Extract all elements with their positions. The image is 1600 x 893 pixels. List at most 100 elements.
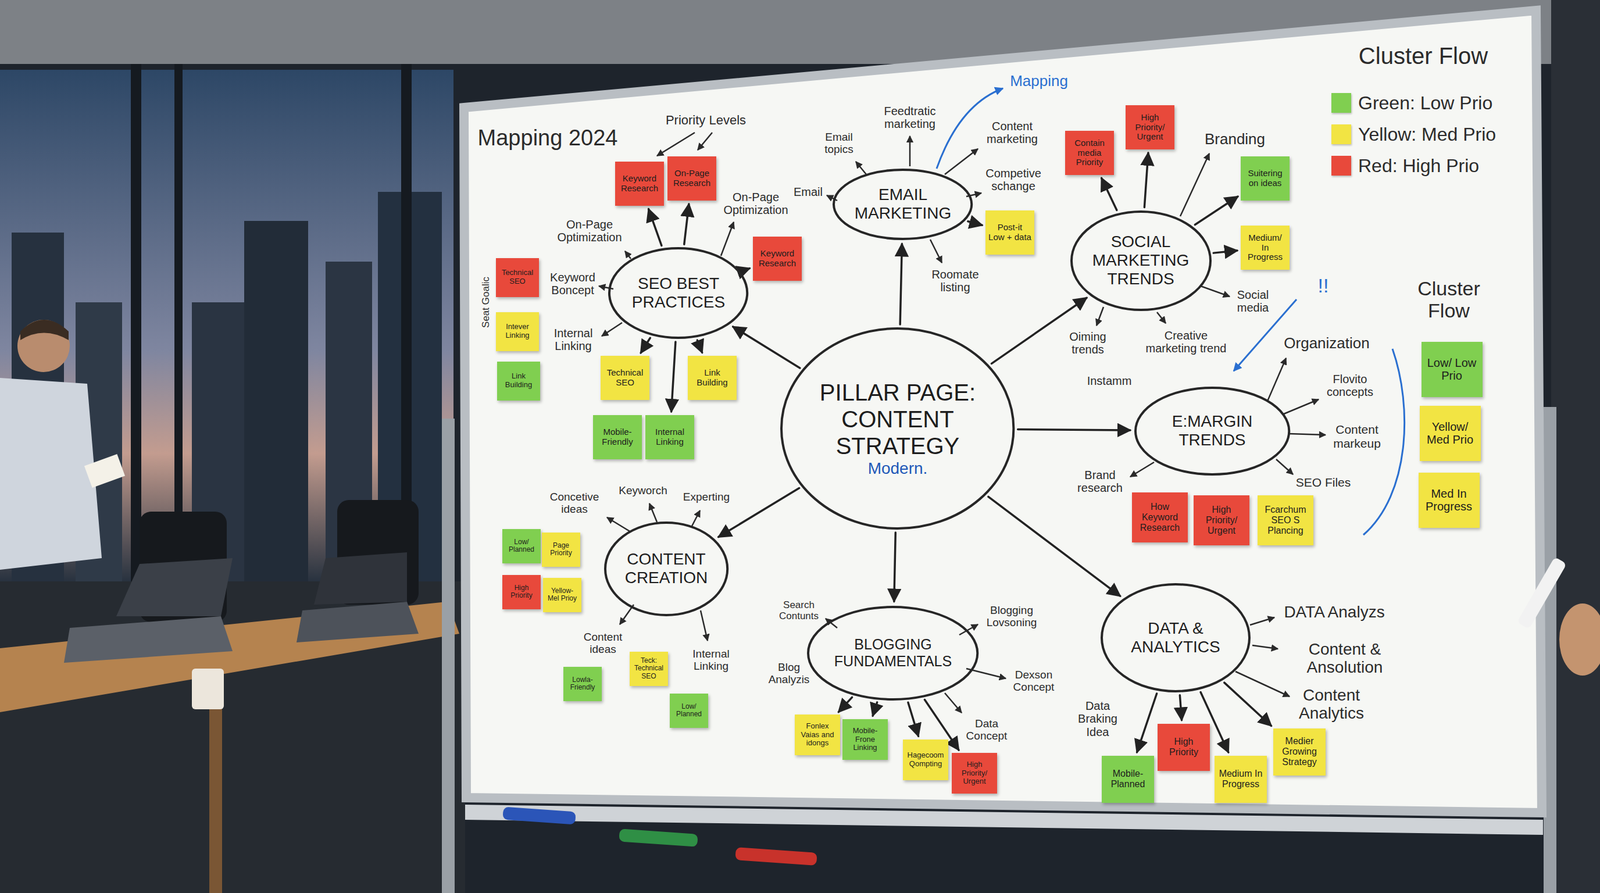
handwritten-note: On-Page Optimization: [551, 218, 628, 245]
marker-in-hand: [1516, 556, 1567, 630]
cluster-circle: DATA & ANALYTICS: [1100, 582, 1252, 694]
whiteboard: [463, 10, 1542, 813]
sticky-text: Post-it Low + data: [988, 222, 1032, 243]
cluster-circle: BLOGGING FUNDAMENTALS: [806, 605, 980, 702]
connector-arrow: [872, 702, 877, 716]
handwritten-note: Cluster Flow: [1358, 43, 1488, 70]
connector-arrow: [1018, 429, 1131, 431]
connector-arrow: [1137, 693, 1157, 753]
cluster-circle: EMAIL MARKETING: [831, 168, 974, 241]
sticky-text: Yellow-Mel Prioy: [545, 587, 579, 603]
connector-arrow: [718, 488, 800, 538]
laptop: [63, 616, 233, 663]
right-wall: [1551, 0, 1600, 893]
sticky-text: Technical SEO: [603, 368, 647, 388]
cluster-title: SOCIAL MARKETING TRENDS: [1088, 232, 1194, 289]
connector-arrow: [988, 496, 1121, 596]
handwritten-note: Data Concept: [960, 717, 1013, 743]
sticky-note: High Priority/ Urgent: [1125, 105, 1175, 150]
sticky-text: Technical SEO: [498, 268, 537, 286]
cluster-circle: CONTENT CREATION: [603, 520, 730, 617]
cluster-title: CONTENT CREATION: [619, 550, 713, 588]
cluster-circle: SOCIAL MARKETING TRENDS: [1069, 209, 1213, 312]
sticky-note: High Priority: [1157, 723, 1210, 771]
cluster-title: DATA & ANALYTICS: [1123, 619, 1228, 657]
sticky-note: Yellow-Mel Prioy: [543, 577, 582, 613]
arrow: [691, 510, 700, 527]
legend-text: Red: High Prio: [1358, 155, 1480, 177]
handwritten-note: Social media: [1223, 288, 1282, 315]
sticky-note: On-Page Research: [667, 156, 717, 201]
sticky-text: High Priority: [505, 584, 538, 600]
blue-marker-strokes: [936, 88, 1405, 535]
connector-arrow: [1144, 152, 1149, 208]
handwritten-note: Email topics: [812, 130, 866, 156]
sticky-note: How Keyword Research: [1131, 492, 1188, 543]
person-hair: [20, 319, 69, 341]
sticky-note: Low/ Planned: [669, 693, 709, 728]
handwritten-note: On-Page Optimization: [718, 190, 794, 217]
sticky-note: Intever Linking: [495, 312, 539, 352]
sticky-text: Suitering on ideas: [1243, 168, 1287, 189]
sticky-note: High Priority/ Urgent: [1193, 495, 1250, 546]
sticky-text: High Priority/ Urgent: [954, 760, 995, 787]
person-head: [17, 319, 70, 373]
arrow: [1156, 312, 1166, 324]
arrow: [1283, 399, 1319, 414]
sticky-text: How Keyword Research: [1134, 501, 1185, 534]
connector-arrow: [900, 243, 902, 325]
handwritten-note: Content marketing: [977, 119, 1048, 146]
sticky-note: Low/ Low Prio: [1421, 341, 1483, 398]
sticky-text: Internal Linking: [648, 427, 692, 448]
circle-stroke: [609, 248, 748, 338]
connector-arrow: [838, 697, 852, 712]
handwritten-note: Branding: [1204, 130, 1266, 148]
pillar-circle: PILLAR PAGE: CONTENT STRATEGYModern.: [779, 326, 1016, 531]
handwritten-note: Instamm: [1087, 374, 1132, 388]
connector-arrow: [733, 326, 800, 369]
sticky-note: Medier Growing Strategy: [1273, 728, 1326, 776]
sticky-note: Hagecoom Qompting: [902, 739, 949, 781]
handwritten-note: !!: [1318, 274, 1330, 297]
circle-stroke: [1101, 584, 1250, 692]
arrow: [700, 610, 708, 641]
handwritten-note: Experting: [683, 490, 730, 503]
sticky-text: Page Priority: [544, 541, 578, 558]
legend-swatch: [1331, 155, 1352, 176]
sticky-text: Fcarchum SEO S Plancing: [1260, 504, 1311, 537]
handwritten-note: Feedtratic marketing: [866, 104, 954, 131]
cluster-circle: E:MARGIN TRENDS: [1133, 386, 1291, 477]
sticky-note: Page Priority: [541, 532, 581, 567]
cluster-title: E:MARGIN TRENDS: [1154, 412, 1271, 450]
sticky-text: Teck: Technical SEO: [632, 656, 666, 681]
connector-arrow: [908, 702, 919, 737]
cluster-title: EMAIL MARKETING: [850, 185, 956, 223]
sticky-note: Contain media Priority: [1065, 130, 1114, 175]
connector-arrow: [1194, 196, 1238, 225]
sticky-text: Medier Growing Strategy: [1276, 736, 1323, 768]
connector-arrow: [743, 268, 750, 271]
board-stand: [1543, 406, 1557, 893]
sticky-note: Med In Progress: [1418, 472, 1480, 528]
sticky-text: Keyword Research: [618, 173, 662, 194]
sticky-note: Lowla-Friendly: [563, 666, 602, 702]
connector-arrow: [1224, 682, 1272, 726]
arrow: [606, 517, 631, 532]
handwritten-note: Blogging Lovsoning: [976, 604, 1047, 630]
board-title: Mapping 2024: [477, 125, 619, 151]
sticky-note: Medium In Progress: [1214, 755, 1267, 803]
legend-text: Green: Low Prio: [1358, 92, 1493, 114]
sticky-note: Low/ Planned: [502, 529, 541, 564]
sticky-note: Mobile-Planned: [1101, 755, 1155, 803]
legend-row: Red: High Prio: [1331, 150, 1496, 182]
sticky-text: Link Building: [690, 368, 734, 388]
arrow: [625, 251, 631, 259]
sticky-note: Technical SEO: [495, 258, 539, 298]
window-mullion: [174, 63, 183, 588]
arrow: [1252, 645, 1278, 649]
handwritten-note: Creative marketing trend: [1142, 329, 1230, 356]
connector-arrow: [968, 221, 982, 225]
sticky-note: Technical SEO: [600, 355, 650, 400]
handwritten-note: Content ideas: [573, 630, 632, 656]
handwritten-note: Flovito concepts: [1318, 372, 1382, 399]
